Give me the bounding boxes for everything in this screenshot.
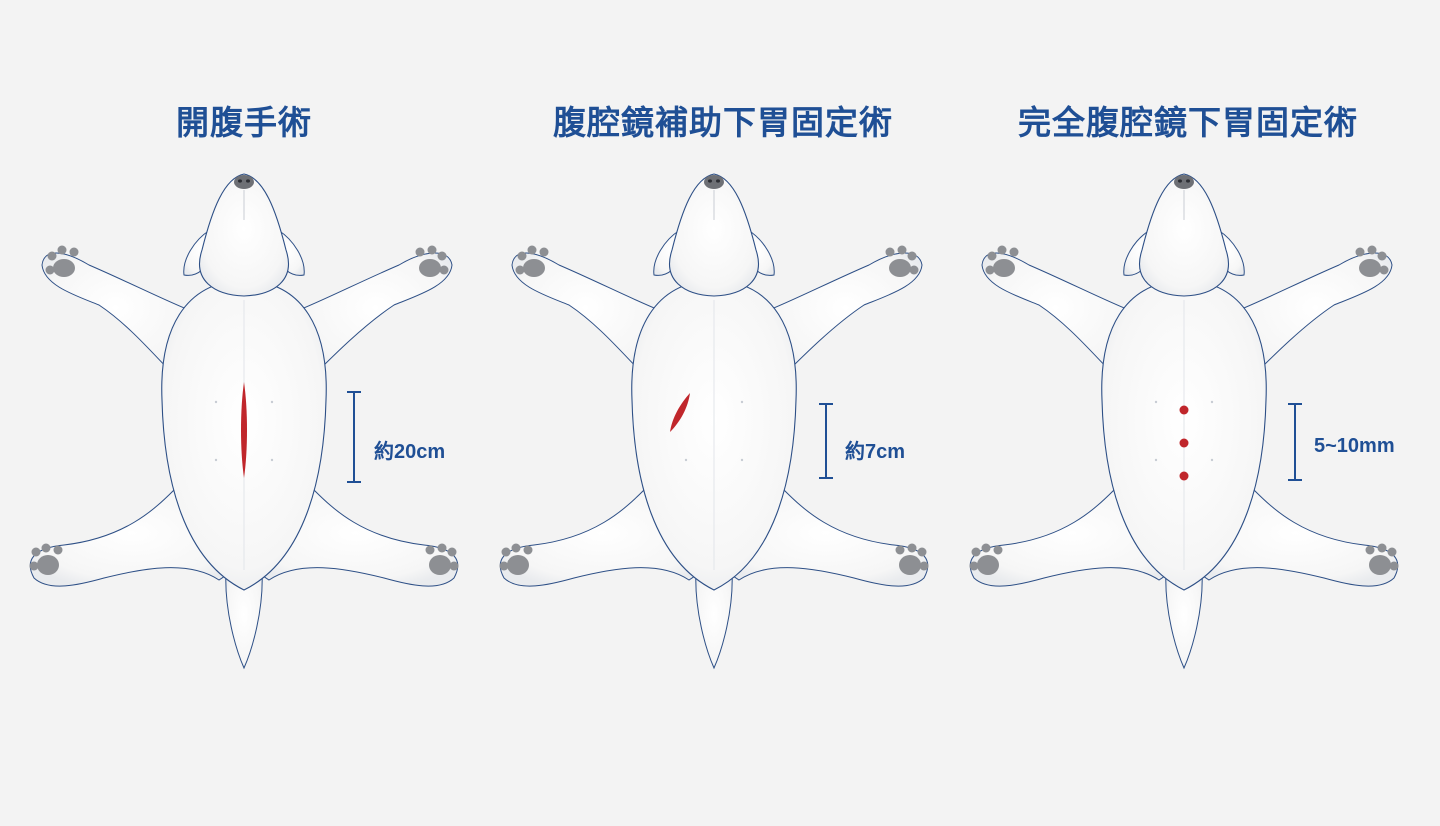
measure-bracket-full-lap [1288, 403, 1302, 481]
measure-bracket-open-surgery [347, 391, 361, 483]
panel-title-open-surgery: 開腹手術 [176, 103, 312, 142]
measure-label-lap-assisted: 約7cm [845, 441, 906, 463]
panel-title-full-lap: 完全腹腔鏡下胃固定術 [1018, 103, 1358, 142]
panel-title-lap-assisted: 腹腔鏡補助下胃固定術 [553, 103, 893, 142]
incision-three-ports [1179, 405, 1189, 481]
dog-illustration-full-lap [968, 173, 1400, 669]
port-dot [1179, 438, 1189, 448]
incision-long-vertical [241, 382, 247, 478]
dog-illustration-open-surgery [28, 173, 460, 669]
measure-bracket-lap-assisted [819, 403, 833, 479]
incision-short-diagonal [670, 393, 690, 432]
measure-label-full-lap: 5~10mm [1314, 435, 1395, 457]
dog-illustration-lap-assisted [498, 173, 930, 669]
measure-label-open-surgery: 約20cm [374, 441, 446, 463]
port-dot [1179, 405, 1189, 415]
port-dot [1179, 471, 1189, 481]
